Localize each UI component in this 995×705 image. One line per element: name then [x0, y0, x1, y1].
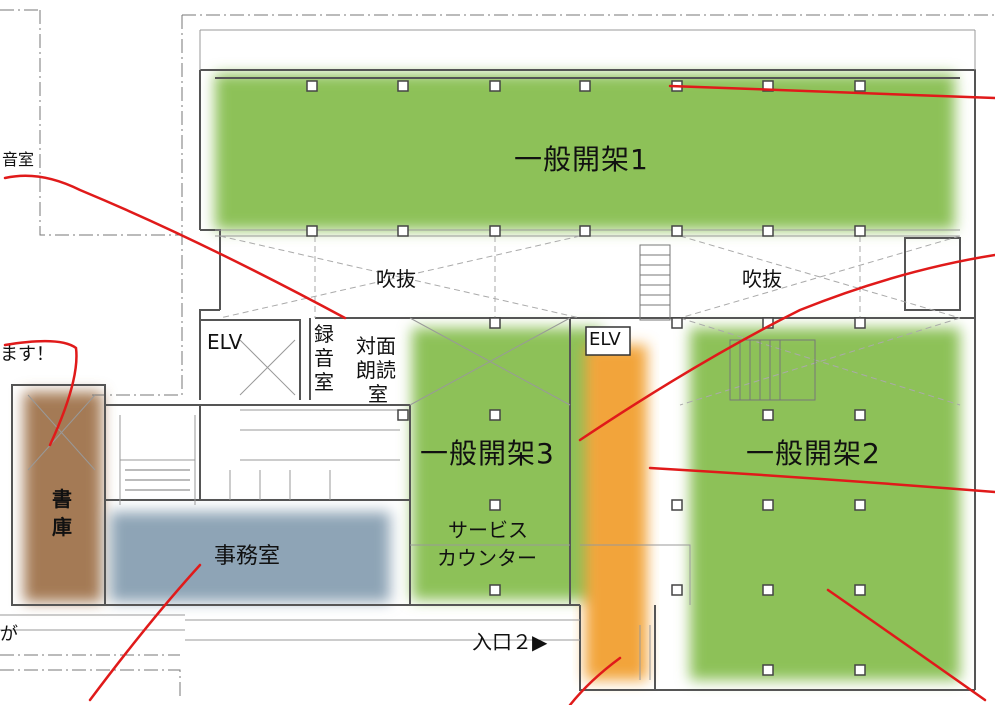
reading-room-line2: 朗読 — [356, 358, 396, 382]
stacks2-label: 一般開架2 — [746, 437, 881, 470]
entrance2-label: 入口２▶ — [472, 630, 548, 654]
note-ga-label: が — [0, 624, 18, 645]
storage-label: 書庫 — [52, 487, 72, 539]
reading-room-line3: 室 — [368, 382, 388, 406]
elv-box — [585, 326, 631, 356]
stacks1-zone — [215, 74, 955, 230]
note-masu-label: ます！ — [0, 344, 54, 365]
recording-room-label: 録音室 — [314, 322, 334, 394]
service-counter-line2: カウンター — [437, 546, 537, 570]
storage-zone — [24, 392, 102, 602]
service-counter-line1: サービス — [448, 518, 528, 542]
stacks2-zone — [690, 328, 960, 680]
stacks1-label: 一般開架1 — [514, 143, 649, 176]
office-label: 事務室 — [214, 544, 281, 569]
reading-room-line1: 対面 — [356, 334, 396, 358]
stacks3-label: 一般開架3 — [420, 437, 555, 470]
atrium-label-right: 吹抜 — [742, 267, 782, 291]
office-zone — [110, 512, 390, 602]
elv-label-left: ELV — [207, 330, 243, 354]
elv-label-center: ELV — [589, 329, 621, 350]
recording-room-partial-label: 音室 — [2, 150, 35, 169]
corridor-zone — [585, 345, 647, 680]
atrium-label-left: 吹抜 — [376, 267, 416, 291]
